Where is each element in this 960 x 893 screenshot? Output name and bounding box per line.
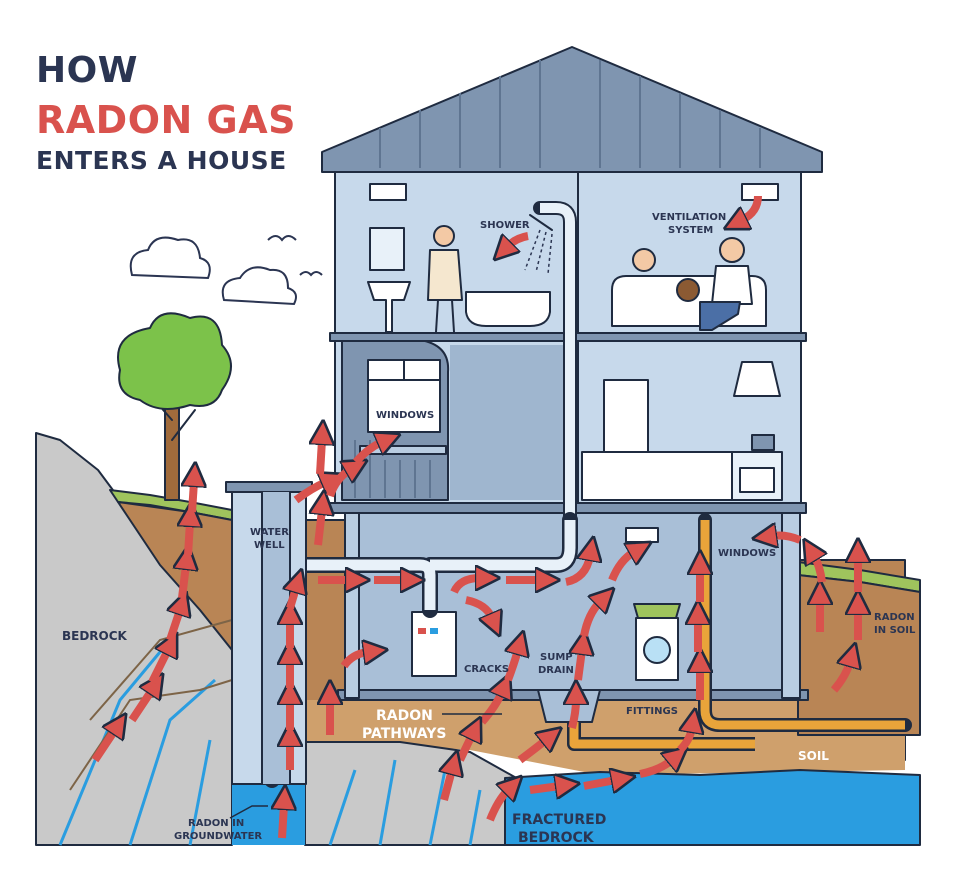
radon-arrow bbox=[166, 610, 180, 642]
title-line-how: HOW bbox=[36, 50, 138, 91]
label-radon-pathways-line2: PATHWAYS bbox=[362, 726, 447, 742]
radon-arrow bbox=[182, 565, 186, 599]
radon-arrow bbox=[444, 770, 452, 802]
radon-arrow bbox=[465, 596, 492, 618]
label-fractured-bedrock-line2: BEDROCK bbox=[518, 830, 595, 846]
cloud-right bbox=[221, 266, 297, 306]
pot bbox=[751, 434, 775, 451]
label-ventilation-line2: SYSTEM bbox=[668, 225, 713, 236]
radon-arrow bbox=[128, 690, 152, 723]
radon-arrow bbox=[572, 700, 576, 729]
radon-arrow bbox=[639, 760, 672, 778]
label-ventilation-line1: VENTILATION bbox=[652, 212, 726, 223]
label-bedrock: BEDROCK bbox=[62, 629, 128, 643]
label-windows-right: WINDOWS bbox=[718, 548, 776, 559]
label-cracks: CRACKS bbox=[464, 664, 509, 675]
radon-arrow bbox=[564, 556, 590, 586]
radon-arrow bbox=[608, 552, 634, 582]
radon-arrow bbox=[830, 662, 850, 693]
radon-arrow bbox=[578, 650, 582, 681]
radon-arrow bbox=[580, 602, 600, 637]
label-water-well-line2: WELL bbox=[254, 540, 285, 551]
label-radon-in-soil-line1: RADON bbox=[874, 612, 915, 623]
label-fittings: FITTINGS bbox=[626, 706, 678, 717]
radon-arrow bbox=[282, 805, 284, 839]
radon-arrow bbox=[192, 482, 194, 513]
radon-arrow bbox=[742, 195, 762, 220]
title-line-enters-house: ENTERS A HOUSE bbox=[36, 146, 287, 175]
birds bbox=[267, 235, 323, 277]
radon-arrow bbox=[340, 652, 368, 669]
radon-arrow bbox=[91, 730, 115, 763]
kitchen-counter bbox=[581, 451, 733, 501]
label-radon-groundwater-line1: RADON IN bbox=[188, 818, 244, 829]
radon-arrow bbox=[504, 650, 518, 682]
label-radon-groundwater-line2: GROUNDWATER bbox=[174, 831, 262, 842]
radon-arrow bbox=[320, 440, 322, 475]
diagram-labels: SHOWER VENTILATION SYSTEM WINDOWS WINDOW… bbox=[62, 212, 916, 846]
label-sump-drain-line2: DRAIN bbox=[538, 665, 574, 676]
label-sump-drain-line1: SUMP bbox=[540, 652, 573, 663]
label-soil: SOIL bbox=[798, 749, 829, 763]
radon-arrow bbox=[517, 740, 546, 764]
radon-arrow bbox=[188, 522, 190, 556]
dog bbox=[676, 278, 700, 302]
vent-basement bbox=[625, 527, 659, 543]
radon-arrows bbox=[91, 195, 858, 839]
cloud-left bbox=[129, 236, 211, 280]
label-water-well-line1: WATER bbox=[250, 527, 289, 538]
title-line-radon-gas: RADON GAS bbox=[36, 98, 297, 142]
label-shower: SHOWER bbox=[480, 220, 530, 231]
soil-right bbox=[797, 574, 921, 736]
house-roof bbox=[321, 46, 823, 173]
water-heater bbox=[411, 611, 457, 677]
label-radon-in-soil-line2: IN SOIL bbox=[874, 625, 916, 636]
clouds bbox=[129, 236, 297, 306]
sump-pit bbox=[537, 689, 601, 723]
middle-mid-wall bbox=[450, 345, 570, 500]
range-hood bbox=[733, 361, 781, 397]
radon-arrow bbox=[529, 786, 560, 790]
radon-arrow bbox=[450, 578, 480, 594]
person-bath bbox=[433, 225, 455, 247]
radon-arrow bbox=[352, 442, 382, 465]
radon-arrow bbox=[814, 556, 822, 583]
label-fractured-bedrock-line1: FRACTURED bbox=[512, 812, 606, 828]
person-adult bbox=[719, 237, 745, 263]
label-windows-upper: WINDOWS bbox=[376, 410, 434, 421]
person-child bbox=[632, 248, 656, 272]
radon-arrow bbox=[478, 692, 502, 725]
laundry-basket bbox=[633, 603, 681, 619]
bedrock-fractures bbox=[58, 639, 482, 846]
radon-arrow bbox=[290, 588, 296, 610]
radon-arrow bbox=[326, 470, 350, 498]
radon-arrow bbox=[772, 536, 802, 541]
house bbox=[225, 46, 912, 788]
mirror bbox=[369, 227, 405, 271]
tree bbox=[117, 312, 232, 501]
radon-arrow bbox=[508, 232, 529, 246]
radon-arrow bbox=[148, 650, 168, 684]
sink bbox=[367, 281, 411, 333]
vent-upper-left bbox=[369, 183, 407, 201]
radon-arrow bbox=[318, 510, 322, 546]
label-radon-pathways-line1: RADON bbox=[376, 708, 433, 724]
bedrock-bottom bbox=[304, 741, 521, 846]
radon-arrow bbox=[486, 790, 508, 822]
bathtub bbox=[465, 291, 551, 327]
radon-arrow bbox=[583, 780, 616, 786]
radon-arrow bbox=[677, 728, 692, 753]
